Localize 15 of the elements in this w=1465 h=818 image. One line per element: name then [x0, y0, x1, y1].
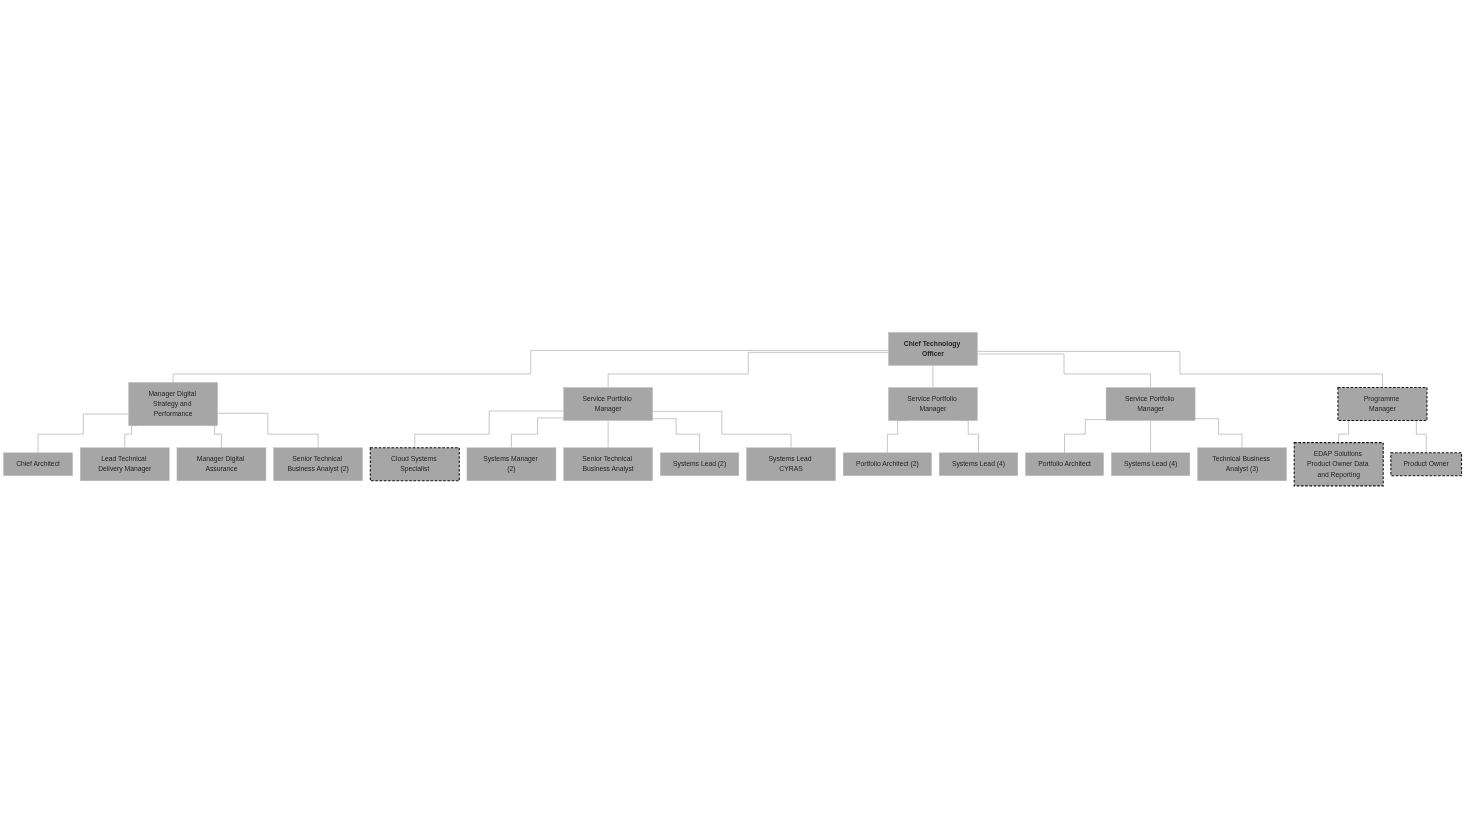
connector — [37, 413, 129, 453]
connector — [414, 410, 564, 448]
connector — [652, 410, 792, 448]
connector — [607, 420, 609, 448]
connector — [932, 365, 934, 388]
connector — [511, 417, 564, 448]
connector — [1064, 419, 1107, 453]
connector — [977, 353, 1151, 388]
connector — [1194, 418, 1243, 448]
connector — [977, 350, 1383, 388]
connector — [652, 418, 700, 453]
connector — [172, 349, 889, 383]
connector — [607, 351, 889, 388]
connector — [1150, 420, 1151, 453]
connector — [217, 412, 319, 448]
